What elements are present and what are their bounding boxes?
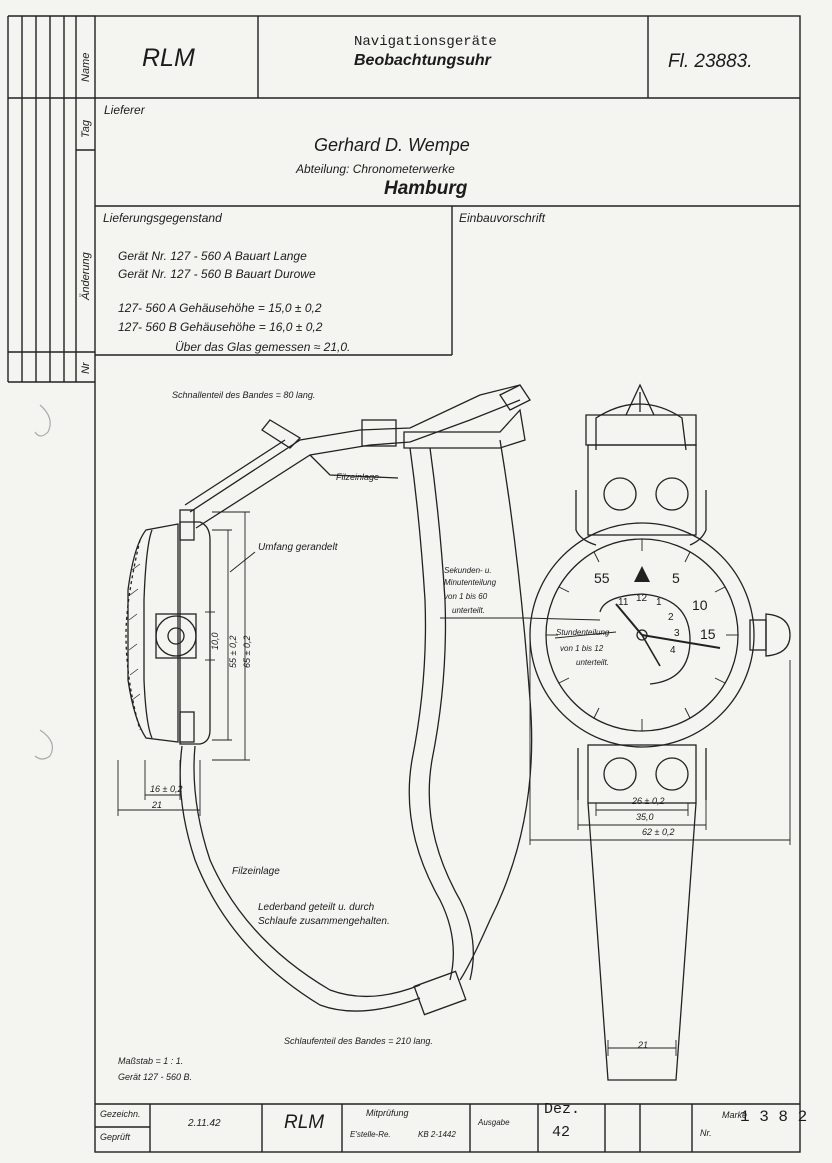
hours-note-1: Stundenteilung xyxy=(556,628,610,637)
delivery-line-2: Gerät Nr. 127 - 560 B Bauart Durowe xyxy=(118,267,316,281)
delivery-line-5: Über das Glas gemessen ≈ 21,0. xyxy=(175,340,351,354)
footer-copruefung: Mitprüfung xyxy=(366,1108,409,1118)
delivery-line-1: Gerät Nr. 127 - 560 A Bauart Lange xyxy=(118,249,307,263)
hours-note-3: unterteilt. xyxy=(576,658,609,667)
margin-label-nr: Nr xyxy=(80,362,92,374)
footer-date: 2.11.42 xyxy=(188,1118,221,1129)
dial-minute-55: 55 xyxy=(594,570,610,586)
footer-year: 42 xyxy=(552,1124,571,1141)
dial-hour-4: 4 xyxy=(670,645,676,656)
scale-note: Maßstab = 1 : 1. xyxy=(118,1056,184,1066)
installation-label: Einbauvorschrift xyxy=(459,211,546,225)
frame xyxy=(94,15,801,1153)
delivery-label: Lieferungsgegenstand xyxy=(103,211,222,225)
device-note: Gerät 127 - 560 B. xyxy=(118,1072,193,1082)
footer-org: RLM xyxy=(284,1112,325,1133)
leather-note-1: Lederband geteilt u. durch xyxy=(258,902,375,913)
footer-marke-value: 1 3 8 2 xyxy=(740,1108,808,1126)
dim-strap-21: 21 xyxy=(638,1040,649,1050)
supplier-city: Hamburg xyxy=(384,178,468,199)
punch-holes xyxy=(34,404,53,760)
side-view xyxy=(125,384,533,1016)
dim-35: 35,0 xyxy=(636,812,654,822)
delivery-line-4: 127- 560 B Gehäusehöhe = 16,0 ± 0,2 xyxy=(118,320,323,334)
dim-16: 16 ± 0,2 xyxy=(150,784,183,794)
footer-marke-label: Marke xyxy=(722,1110,748,1120)
footer-erstelle: E'stelle-Re. xyxy=(350,1130,391,1139)
dim-21: 21 xyxy=(152,800,163,810)
footer-nr-label: Nr. xyxy=(700,1128,712,1138)
title-org: RLM xyxy=(142,44,195,72)
margin-label-tag: Tag xyxy=(80,120,92,138)
supplier-label: Lieferer xyxy=(104,103,145,117)
seconds-note-2: Minutenteilung xyxy=(444,578,497,587)
loop-note: Schlaufenteil des Bandes = 210 lang. xyxy=(284,1036,433,1046)
side-dimensions xyxy=(117,511,256,816)
felt-top-note: Filzeinlage xyxy=(336,472,380,482)
dial-hour-1: 1 xyxy=(656,597,662,608)
leather-note-2: Schlaufe zusammengehalten. xyxy=(258,916,390,927)
hours-note-2: von 1 bis 12 xyxy=(560,644,604,653)
margin-label-aenderung: Änderung xyxy=(80,252,92,300)
dim-65: 65 ± 0,2 xyxy=(242,635,252,668)
felt-bottom-note: Filzeinlage xyxy=(232,866,280,877)
front-view xyxy=(529,383,791,1081)
dial-minute-15: 15 xyxy=(700,626,716,642)
footer-drawn-label: Gezeichn. xyxy=(100,1109,141,1119)
dim-62: 62 ± 0,2 xyxy=(642,827,675,837)
rim-note: Umfang gerandelt xyxy=(258,542,338,553)
supplier-department: Abteilung: Chronometerwerke xyxy=(296,162,455,176)
title-category: Navigationsgeräte xyxy=(354,34,497,50)
seconds-note-1: Sekunden- u. xyxy=(444,566,492,575)
dial-ticks xyxy=(546,539,738,731)
footer-kb: KB 2-1442 xyxy=(418,1130,456,1139)
title-ref: Fl. 23883. xyxy=(668,51,753,72)
footer-ausgabe-label: Ausgabe xyxy=(478,1118,510,1127)
title-item: Beobachtungsuhr xyxy=(354,52,491,69)
buckle-note: Schnallenteil des Bandes = 80 lang. xyxy=(172,390,316,400)
dial-minute-5: 5 xyxy=(672,570,680,586)
margin-label-name: Name xyxy=(80,52,92,82)
supplier-name: Gerhard D. Wempe xyxy=(314,135,470,155)
seconds-note-3: von 1 bis 60 xyxy=(444,592,488,601)
dim-55: 55 ± 0,2 xyxy=(228,635,238,668)
delivery-line-3: 127- 560 A Gehäusehöhe = 15,0 ± 0,2 xyxy=(118,301,322,315)
dial-triangle-marker xyxy=(634,566,650,582)
front-dimensions xyxy=(440,617,791,1056)
dial-hour-2: 2 xyxy=(668,612,674,623)
dial-hour-12: 12 xyxy=(636,593,648,604)
dial-hour-3: 3 xyxy=(674,628,680,639)
dim-26: 26 ± 0,2 xyxy=(632,796,665,806)
seconds-note-4: unterteilt. xyxy=(452,606,485,615)
footer-month: Dez. xyxy=(544,1101,581,1118)
dim-10: 10,0 xyxy=(210,632,220,650)
dial-minute-10: 10 xyxy=(692,597,708,613)
footer-checked-label: Geprüft xyxy=(100,1132,131,1142)
dial-hour-11: 11 xyxy=(618,597,629,608)
